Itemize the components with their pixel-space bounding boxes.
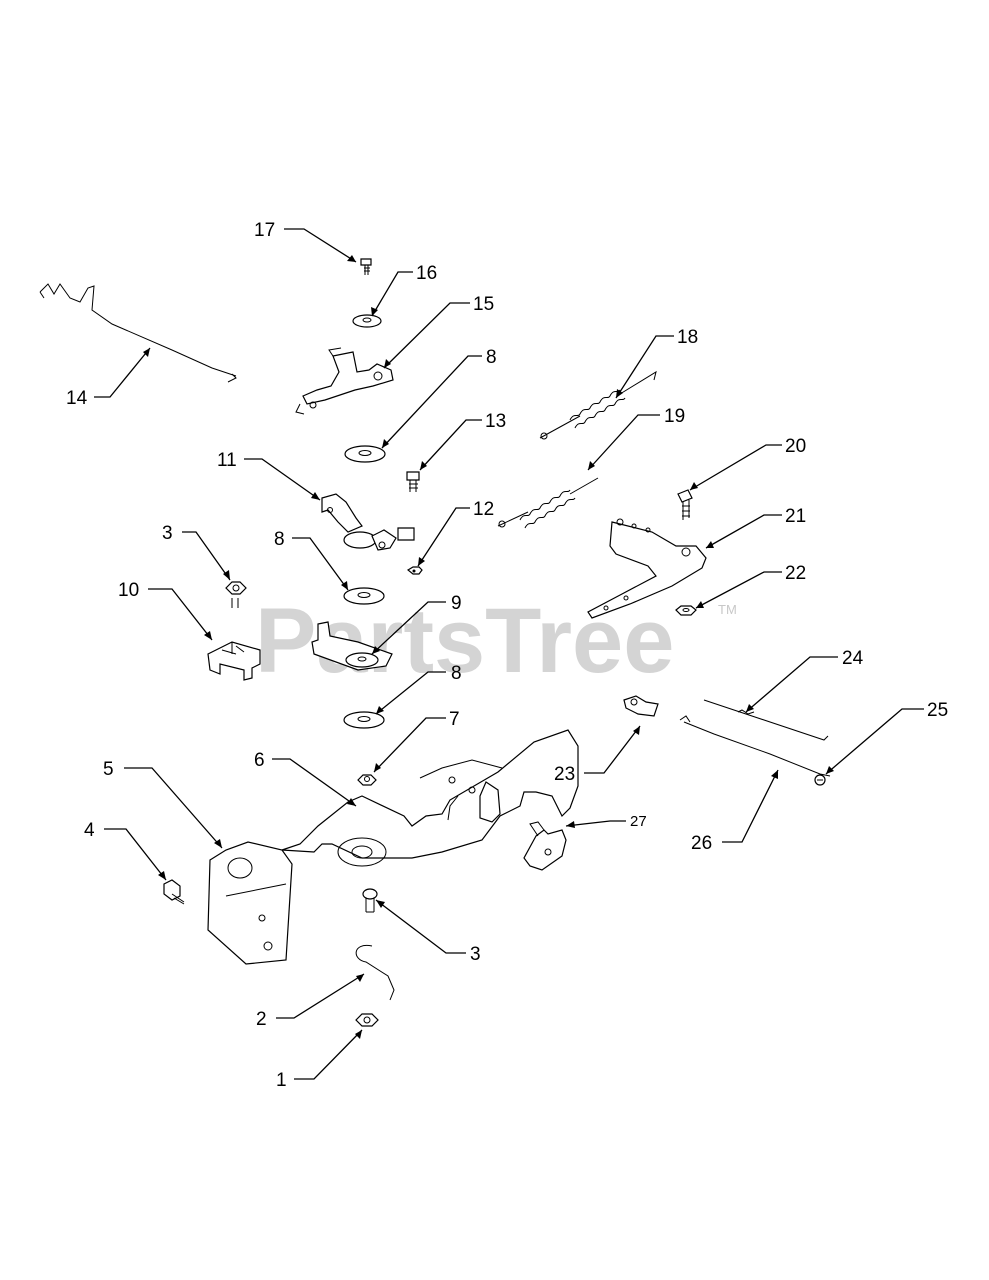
part-13-bolt [406, 471, 420, 492]
part-17-screw [360, 258, 372, 275]
leader-11 [244, 458, 321, 501]
leader-25 [825, 708, 924, 775]
callout-1: 1 [276, 1070, 287, 1091]
part-15-control-bracket [295, 347, 394, 415]
callout-11: 11 [217, 450, 237, 471]
part-8-washer-top [344, 445, 386, 463]
leader-18 [615, 335, 674, 399]
leader-7 [373, 717, 446, 773]
part-14-wire-link [39, 283, 237, 383]
callout-17: 17 [254, 220, 275, 241]
callout-8-lower: 8 [451, 663, 462, 684]
callout-10: 10 [118, 580, 139, 601]
callout-20: 20 [785, 436, 806, 457]
part-20-bolt [677, 489, 693, 520]
part-9-plate [311, 621, 393, 671]
callout-26: 26 [691, 833, 712, 854]
part-27-spring-clip [523, 821, 567, 871]
part-19-spring [497, 477, 599, 529]
callout-27: 27 [630, 813, 647, 830]
part-26-rod [679, 715, 831, 777]
leader-8c [375, 671, 446, 715]
part-2-spring-clip [355, 944, 395, 1001]
callout-7: 7 [449, 709, 460, 730]
leader-3b [375, 899, 466, 954]
callout-23: 23 [554, 764, 575, 785]
callout-8-top: 8 [486, 347, 497, 368]
leader-4 [104, 828, 167, 881]
part-5-main-bracket [207, 729, 579, 965]
callout-15: 15 [473, 294, 494, 315]
leader-16 [371, 271, 413, 317]
callout-3-lower: 3 [470, 944, 481, 965]
callout-18: 18 [677, 327, 698, 348]
part-8-washer-middle [343, 587, 385, 605]
leader-21 [705, 514, 782, 549]
part-1-nut [355, 1013, 379, 1027]
leader-15 [383, 302, 470, 369]
leader-9 [371, 601, 446, 655]
part-11-lever-assembly [321, 493, 415, 551]
callout-16: 16 [416, 263, 437, 284]
part-24-rod [703, 699, 829, 741]
callout-2: 2 [256, 1009, 267, 1030]
part-10-bracket [207, 641, 261, 681]
part-23-clip [623, 695, 659, 717]
leader-20 [689, 444, 782, 491]
part-25-screw [814, 774, 826, 786]
part-16-washer [352, 314, 382, 328]
leader-12 [417, 507, 470, 567]
leader-14 [94, 347, 151, 398]
leader-22 [695, 571, 782, 609]
part-3-bolt-lower [362, 888, 378, 913]
part-12-nut [406, 566, 423, 575]
callout-14: 14 [66, 388, 88, 409]
callout-24: 24 [842, 648, 864, 669]
callout-13: 13 [485, 411, 506, 432]
leader-26 [722, 769, 779, 843]
leader-10 [148, 588, 213, 641]
callout-25: 25 [927, 700, 948, 721]
callout-5: 5 [103, 759, 114, 780]
part-4-screw [163, 879, 185, 905]
leader-2 [276, 973, 365, 1019]
leader-13 [419, 419, 482, 471]
part-7-nut [357, 774, 377, 786]
part-3-nut-upper [225, 581, 247, 608]
leader-6 [272, 758, 357, 807]
part-8-washer-lower [343, 711, 385, 729]
part-22-nut [675, 605, 697, 616]
leader-24 [745, 656, 838, 713]
leader-8a [381, 355, 482, 449]
leader-19 [587, 414, 660, 471]
leader-3a [182, 531, 231, 581]
leader-arrowheads [143, 255, 834, 1039]
leader-8b [292, 537, 349, 591]
callout-4: 4 [84, 820, 95, 841]
leader-23 [584, 725, 641, 774]
part-21-lever-arm [587, 518, 707, 619]
callout-3-upper: 3 [162, 523, 173, 544]
callout-19: 19 [664, 406, 685, 427]
leader-1 [294, 1029, 363, 1080]
callout-22: 22 [785, 563, 806, 584]
leader-5 [124, 767, 223, 849]
part-18-spring [539, 370, 657, 440]
leader-17 [284, 228, 357, 263]
watermark-trademark: TM [718, 602, 737, 617]
callout-8-middle: 8 [274, 529, 285, 550]
callout-6: 6 [254, 750, 265, 771]
callout-9: 9 [451, 593, 462, 614]
leader-27 [565, 820, 626, 827]
callout-21: 21 [785, 506, 806, 527]
callout-12: 12 [473, 499, 494, 520]
